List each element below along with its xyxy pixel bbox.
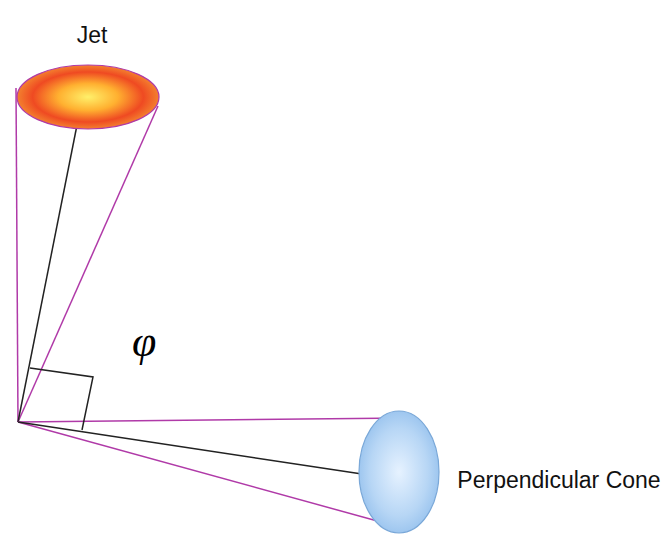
perp-cone-edge [18,422,410,530]
ellipse-outline [358,410,440,534]
cone-ellipse: Perpendicular Cone [358,410,440,534]
right-angle-mark [30,368,93,430]
angle-symbol: φ [132,320,156,364]
jet-axis [18,110,80,422]
jet-cone-edge [18,106,158,422]
cone-label: Perpendicular Cone [444,466,668,495]
ellipse-shape [359,411,439,533]
jet-cone-edge [16,88,18,422]
ellipse-outline [16,64,160,130]
ellipse-shape [17,65,159,129]
jet-ellipse: Jet [16,64,160,130]
jet-label: Jet [52,21,132,50]
perp-cone-edge [18,418,406,422]
perp-axis [18,422,362,474]
